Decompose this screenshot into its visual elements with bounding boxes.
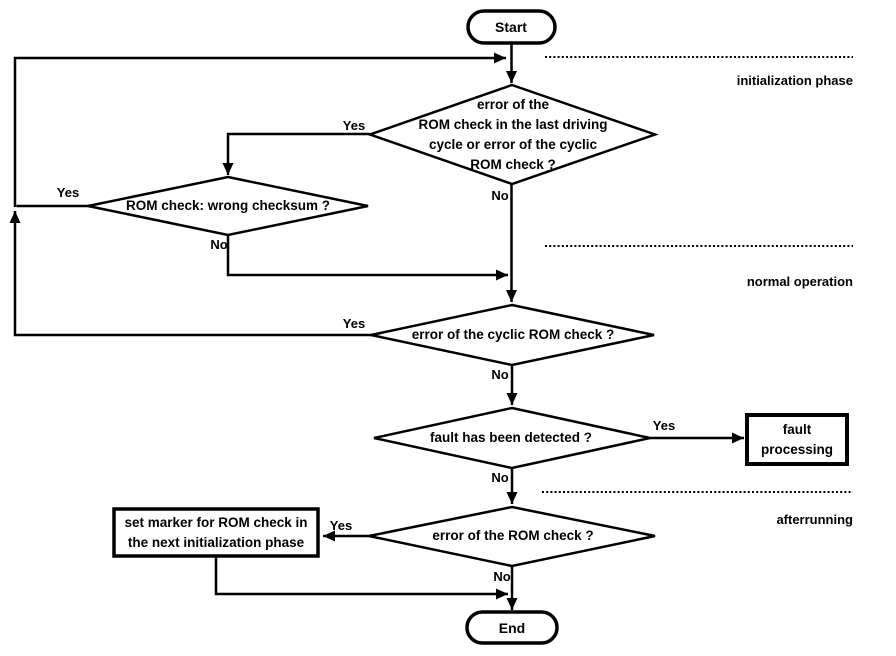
edge-d3-yes-feedback-up <box>9 211 372 337</box>
decision-init-rom-shape <box>366 83 659 186</box>
d3-no-label: No <box>491 367 509 382</box>
decision-fault-detected-shape <box>373 406 651 470</box>
d1-yes-label: Yes <box>342 118 366 133</box>
start-terminator-shape <box>466 9 557 45</box>
decision-fault-detected-label: fault has been detected ? <box>429 430 593 445</box>
decision-checksum-label: ROM check: wrong checksum ? <box>125 198 331 213</box>
edge-d2-no-merge <box>226 235 508 281</box>
phase-label-afterrunning: afterrunning <box>776 512 853 527</box>
decision-init-rom-label: error of the ROM check in the last drivi… <box>418 97 608 172</box>
decision-cyclic-rom-label: error of the cyclic ROM check ? <box>411 327 615 342</box>
edge-d1-yes-to-d2 <box>222 132 370 175</box>
phase-label-normal-operation: normal operation <box>746 274 853 289</box>
fault-processing-shape <box>745 413 849 466</box>
edge-set-marker-merge <box>214 556 508 600</box>
decision-checksum-shape <box>87 175 369 237</box>
d4-no-label: No <box>491 470 509 485</box>
set-marker-shape <box>112 507 320 558</box>
phase-label-initialization: initialization phase <box>736 73 853 88</box>
decision-cyclic-rom-shape <box>370 303 655 367</box>
set-marker-label: set marker for ROM check in the next ini… <box>124 515 308 550</box>
d1-no-label: No <box>491 188 509 203</box>
d4-yes-label: Yes <box>652 418 676 433</box>
d3-yes-label: Yes <box>342 316 366 331</box>
d2-no-label: No <box>210 237 228 252</box>
decision-rom-check-label: error of the ROM check ? <box>432 528 594 543</box>
start-label: Start <box>495 19 527 35</box>
d5-yes-label: Yes <box>329 518 353 533</box>
d2-yes-label: Yes <box>56 185 80 200</box>
end-terminator-shape <box>465 610 559 645</box>
d5-no-label: No <box>493 569 511 584</box>
edge-feedback-to-d1 <box>13 52 506 207</box>
fault-processing-label: fault processing <box>760 422 834 457</box>
end-label: End <box>498 620 526 636</box>
decision-rom-check-shape <box>368 505 656 568</box>
